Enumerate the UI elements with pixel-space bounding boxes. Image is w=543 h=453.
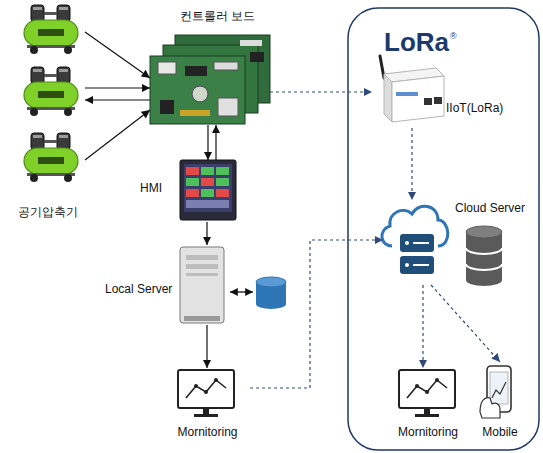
data-link	[270, 91, 372, 92]
chip	[250, 52, 264, 62]
gateway-side	[384, 74, 392, 122]
chip	[185, 66, 207, 76]
gateway-front	[392, 76, 444, 122]
node-label: LoRa	[384, 28, 449, 58]
hmi-frame	[180, 160, 236, 220]
cloud-icon	[382, 206, 448, 274]
signal-arrow	[85, 110, 150, 160]
node-label: Mobile	[482, 426, 517, 440]
compressor-icon	[24, 67, 78, 116]
server-icon	[180, 247, 224, 323]
hmi-cell	[186, 167, 199, 175]
chip	[214, 62, 238, 70]
cloud-monitor: Mornitoring	[388, 368, 468, 444]
compressor-group: 공기압축기	[10, 5, 85, 222]
server-base	[184, 316, 220, 321]
server-led	[405, 241, 409, 245]
db-link	[230, 291, 253, 292]
gateway-brand	[396, 92, 418, 96]
chip	[160, 100, 174, 114]
node-label: Mornitoring	[177, 426, 237, 440]
mobile-icon	[480, 366, 511, 418]
hmi-panel: HMI	[138, 160, 237, 222]
controller-board-icon	[150, 35, 270, 124]
compressor-icon	[24, 133, 78, 182]
monitor-icon	[399, 370, 455, 417]
capacitor	[192, 86, 208, 102]
hmi-cell	[216, 178, 229, 186]
data-link	[250, 240, 383, 388]
antenna	[380, 56, 384, 78]
cloud-panel	[348, 8, 539, 450]
signal-arrow	[206, 325, 207, 368]
db-ring	[466, 248, 502, 254]
signal-arrow	[85, 32, 150, 78]
hmi-icon	[180, 160, 236, 220]
server-slot	[186, 264, 218, 269]
local-server: Local Server	[103, 245, 228, 325]
cloud-database-icon	[466, 226, 502, 286]
node-label: HMI	[140, 182, 162, 196]
signal-arrow	[206, 222, 207, 245]
db-body	[466, 232, 502, 280]
signal-arrow	[85, 99, 150, 100]
database-icon	[256, 277, 286, 309]
hmi-cell	[186, 189, 199, 197]
node-label: Cloud Server	[455, 202, 525, 216]
server-line	[413, 242, 429, 244]
db-bottom	[466, 274, 502, 286]
server-line	[413, 264, 429, 266]
data-link	[422, 285, 423, 368]
signal-arrow	[85, 87, 150, 88]
server-unit	[400, 256, 434, 274]
node-label: 컨트롤러 보드	[180, 10, 255, 24]
server-slot	[186, 273, 218, 276]
hmi-cell	[201, 167, 214, 175]
data-link	[431, 285, 500, 362]
hmi-cell	[186, 178, 199, 186]
chart-line	[492, 382, 506, 398]
server-case	[180, 247, 224, 323]
local-monitor: Mornitoring	[165, 368, 250, 444]
board	[150, 56, 245, 124]
port	[424, 98, 432, 105]
signal-arrow	[207, 125, 208, 160]
db-top	[256, 277, 286, 287]
data-link	[411, 128, 412, 200]
signal-arrow	[215, 125, 216, 160]
node-label: Mornitoring	[398, 426, 458, 440]
port	[434, 97, 442, 104]
hmi-screen	[184, 164, 232, 212]
hmi-cell	[201, 178, 214, 186]
hmi-cell	[216, 167, 229, 175]
node-sublabel: IIoT(LoRa)	[446, 102, 503, 116]
header	[180, 110, 210, 116]
server-unit	[400, 234, 434, 252]
lora-gateway: LoRaIIoT(LoRa)	[372, 28, 522, 128]
connector	[218, 98, 238, 116]
chip	[240, 40, 262, 46]
db-top	[466, 226, 502, 238]
compressor-icon	[24, 5, 78, 54]
monitor-icon	[178, 370, 234, 417]
db-ring	[466, 264, 502, 270]
hmi-cell	[216, 189, 229, 197]
server-led	[405, 263, 409, 267]
hand	[480, 398, 500, 418]
server-slot	[186, 255, 218, 260]
chip	[158, 62, 176, 74]
cloud-server: Cloud Server	[383, 200, 535, 285]
node-label: 공기압축기	[18, 206, 78, 220]
hmi-cell	[201, 189, 214, 197]
hmi-bar	[186, 200, 229, 208]
controller-board: 컨트롤러 보드	[150, 8, 270, 125]
mobile-device: Mobile	[470, 362, 530, 444]
trademark-mark: ®	[450, 32, 457, 41]
gateway-icon	[380, 56, 444, 122]
db-bottom	[256, 299, 286, 309]
phone-screen	[490, 372, 508, 404]
node-label: Local Server	[105, 283, 172, 297]
